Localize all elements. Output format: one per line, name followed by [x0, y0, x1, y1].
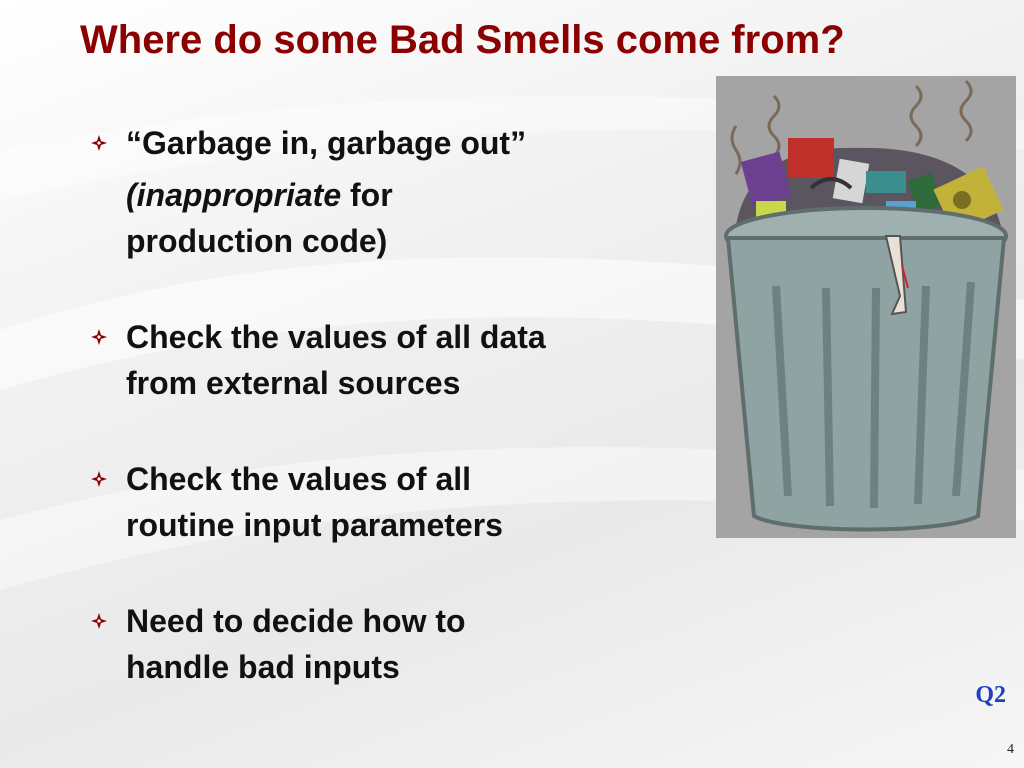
bullet-item: Check the values of all routine input pa… [88, 456, 668, 548]
garbage-can-icon [724, 79, 1008, 532]
diamond-bullet-icon [91, 135, 107, 151]
diamond-bullet-icon [91, 329, 107, 345]
diamond-bullet-icon [91, 471, 107, 487]
bullet-text-line1: Check the values of all [126, 461, 472, 497]
question-label: Q2 [975, 682, 1006, 708]
bullet-text-line2: handle bad inputs [126, 649, 400, 685]
bullet-text-line1: Need to decide how to [126, 603, 466, 639]
bullet-subtext-italic: (inappropriate [126, 177, 342, 213]
bullet-text-line2: routine input parameters [126, 507, 503, 543]
slide-title: Where do some Bad Smells come from? [80, 18, 845, 62]
page-number: 4 [1007, 742, 1014, 757]
bullet-item: Need to decide how to handle bad inputs [88, 598, 668, 690]
bullet-text: “Garbage in, garbage out” [126, 125, 527, 161]
bullet-subtext-rest: for [341, 177, 393, 213]
bullet-text-line2: from external sources [126, 365, 461, 401]
diamond-bullet-icon [91, 613, 107, 629]
garbage-can-image [716, 76, 1016, 538]
bullet-item: Check the values of all data from extern… [88, 314, 668, 406]
bullet-text-line1: Check the values of all data [126, 319, 546, 355]
bullet-subtext-rest-2: production code) [126, 223, 388, 259]
bullet-list: “Garbage in, garbage out” (inappropriate… [88, 120, 668, 740]
bullet-item: “Garbage in, garbage out” (inappropriate… [88, 120, 668, 264]
bullet-subtext: (inappropriate for production code) [126, 172, 668, 264]
